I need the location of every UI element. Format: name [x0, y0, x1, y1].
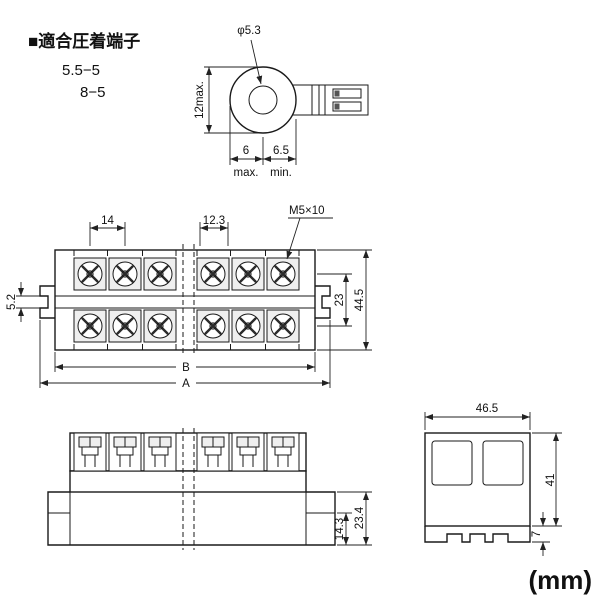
units-note: (mm)	[528, 565, 592, 595]
dim-tongue-note: max.	[234, 167, 259, 179]
dim-width-a: A	[182, 378, 190, 390]
side-view: 23.4 14.3	[47, 428, 372, 550]
end-view: 46.5 41 7	[424, 403, 562, 556]
title-block: ■適合圧着端子 5.5−5 8−5	[28, 31, 140, 101]
dim-lower-height: 23.4	[354, 506, 366, 529]
dim-overall-height: 44.5	[354, 289, 366, 311]
terminal-size-1: 5.5−5	[62, 62, 100, 79]
dim-tongue-length: 6	[243, 145, 249, 157]
dim-pitch: 14	[101, 215, 114, 227]
ring-terminal-drawing	[229, 66, 369, 134]
dim-width-b: B	[182, 362, 190, 374]
dim-barrel-note: min.	[270, 167, 292, 179]
terminal-size-2: 8−5	[80, 84, 105, 101]
dim-barrel-length: 6.5	[273, 145, 289, 157]
dim-end-width: 46.5	[476, 403, 498, 415]
crimp-mark-top	[334, 90, 340, 97]
front-view: 14 12.3 M5×10 5.2 23 44.5 B A	[6, 205, 372, 390]
crimp-terminal-view: φ5.3 12max. 6 max. 6.5 min.	[194, 25, 369, 179]
dim-ring-height: 12max.	[194, 81, 206, 119]
dim-hole-diameter: φ5.3	[237, 25, 260, 37]
dim-base-height: 14.3	[334, 518, 346, 540]
crimp-mark-bottom	[334, 103, 340, 110]
dim-row-pitch: 23	[334, 294, 346, 307]
dim-end-gap: 12.3	[203, 215, 225, 227]
screw-spec-label: M5×10	[289, 205, 324, 217]
dim-end-height: 41	[545, 474, 557, 487]
dim-foot-height: 7	[531, 531, 543, 537]
compatible-terminal-heading: ■適合圧着端子	[28, 31, 140, 51]
terminal-block-end-outline	[424, 432, 531, 543]
dim-slot-height: 5.2	[6, 294, 18, 310]
